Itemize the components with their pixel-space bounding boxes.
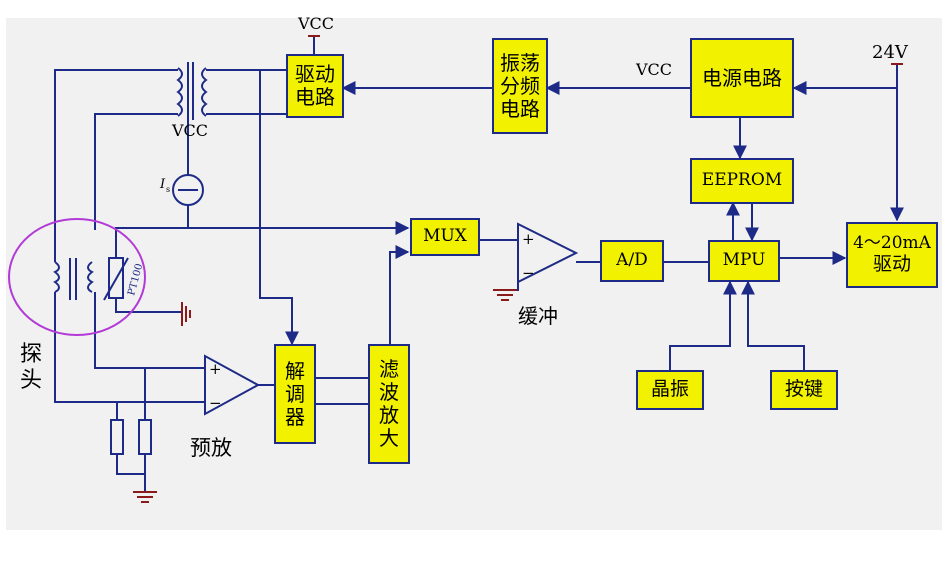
keypad-block: 按键 bbox=[770, 370, 838, 410]
demod-char-1: 解 bbox=[285, 358, 305, 383]
oscillator-line2: 分频 bbox=[500, 73, 540, 98]
probe-coil-secondary bbox=[87, 261, 94, 293]
demod-char-2: 调 bbox=[285, 381, 305, 406]
mux-label: MUX bbox=[423, 226, 467, 247]
crystal-label: 晶振 bbox=[650, 378, 689, 401]
current-output-driver-block: 4～20mA 驱动 bbox=[846, 222, 938, 288]
preamp-plus-sign: + bbox=[209, 360, 222, 378]
probe-coil-primary bbox=[53, 261, 60, 293]
demodulator-block: 解 调 器 bbox=[274, 344, 316, 444]
oscillator-divider-block: 振荡 分频 电路 bbox=[492, 38, 548, 134]
voltage-24v-label: 24V bbox=[872, 42, 908, 63]
output-line1: 4～20mA bbox=[853, 233, 931, 254]
probe-label-1: 探 bbox=[20, 342, 43, 367]
mux-block: MUX bbox=[410, 218, 480, 256]
buffer-opamp bbox=[517, 222, 579, 284]
transformer-primary-coil bbox=[176, 67, 183, 117]
ad-converter-label: A/D bbox=[616, 250, 648, 271]
crystal-oscillator-block: 晶振 bbox=[636, 370, 704, 410]
probe-label-2: 头 bbox=[20, 368, 43, 393]
eeprom-block: EEPROM bbox=[690, 158, 794, 204]
filter-char-1: 滤 bbox=[379, 357, 399, 381]
drive-circuit-line1: 驱动 bbox=[295, 62, 335, 86]
buffer-minus-sign: − bbox=[522, 264, 535, 282]
filter-char-4: 大 bbox=[379, 426, 399, 450]
drive-circuit-block: 驱动 电路 bbox=[286, 54, 344, 118]
eeprom-label: EEPROM bbox=[701, 170, 783, 191]
probe-outline bbox=[8, 218, 146, 336]
vcc-top-label: VCC bbox=[298, 14, 335, 33]
vcc-mid-label: VCC bbox=[172, 121, 209, 140]
demod-char-3: 器 bbox=[285, 404, 305, 429]
drive-circuit-line2: 电路 bbox=[295, 85, 335, 109]
filter-amplifier-block: 滤 波 放 大 bbox=[368, 344, 410, 464]
buffer-plus-sign: + bbox=[522, 230, 535, 248]
mpu-label: MPU bbox=[722, 250, 766, 271]
vcc-right-label: VCC bbox=[636, 60, 673, 79]
current-source-label: I bbox=[159, 177, 166, 192]
power-circuit-label: 电源电路 bbox=[702, 65, 782, 90]
output-line2: 驱动 bbox=[872, 252, 911, 275]
keypad-label: 按键 bbox=[784, 378, 823, 401]
buffer-label: 缓冲 bbox=[518, 304, 558, 328]
preamp-minus-sign: − bbox=[209, 394, 222, 412]
oscillator-line3: 电路 bbox=[500, 96, 540, 121]
ad-converter-block: A/D bbox=[600, 240, 664, 282]
filter-char-3: 放 bbox=[379, 403, 399, 427]
transformer-secondary-coil bbox=[201, 67, 208, 117]
mpu-block: MPU bbox=[708, 240, 780, 282]
preamp-opamp bbox=[204, 354, 261, 416]
power-circuit-block: 电源电路 bbox=[690, 38, 794, 118]
preamp-label: 预放 bbox=[190, 436, 232, 460]
current-source-subscript: s bbox=[166, 185, 170, 194]
filter-char-2: 波 bbox=[379, 380, 399, 404]
oscillator-line1: 振荡 bbox=[500, 50, 540, 75]
